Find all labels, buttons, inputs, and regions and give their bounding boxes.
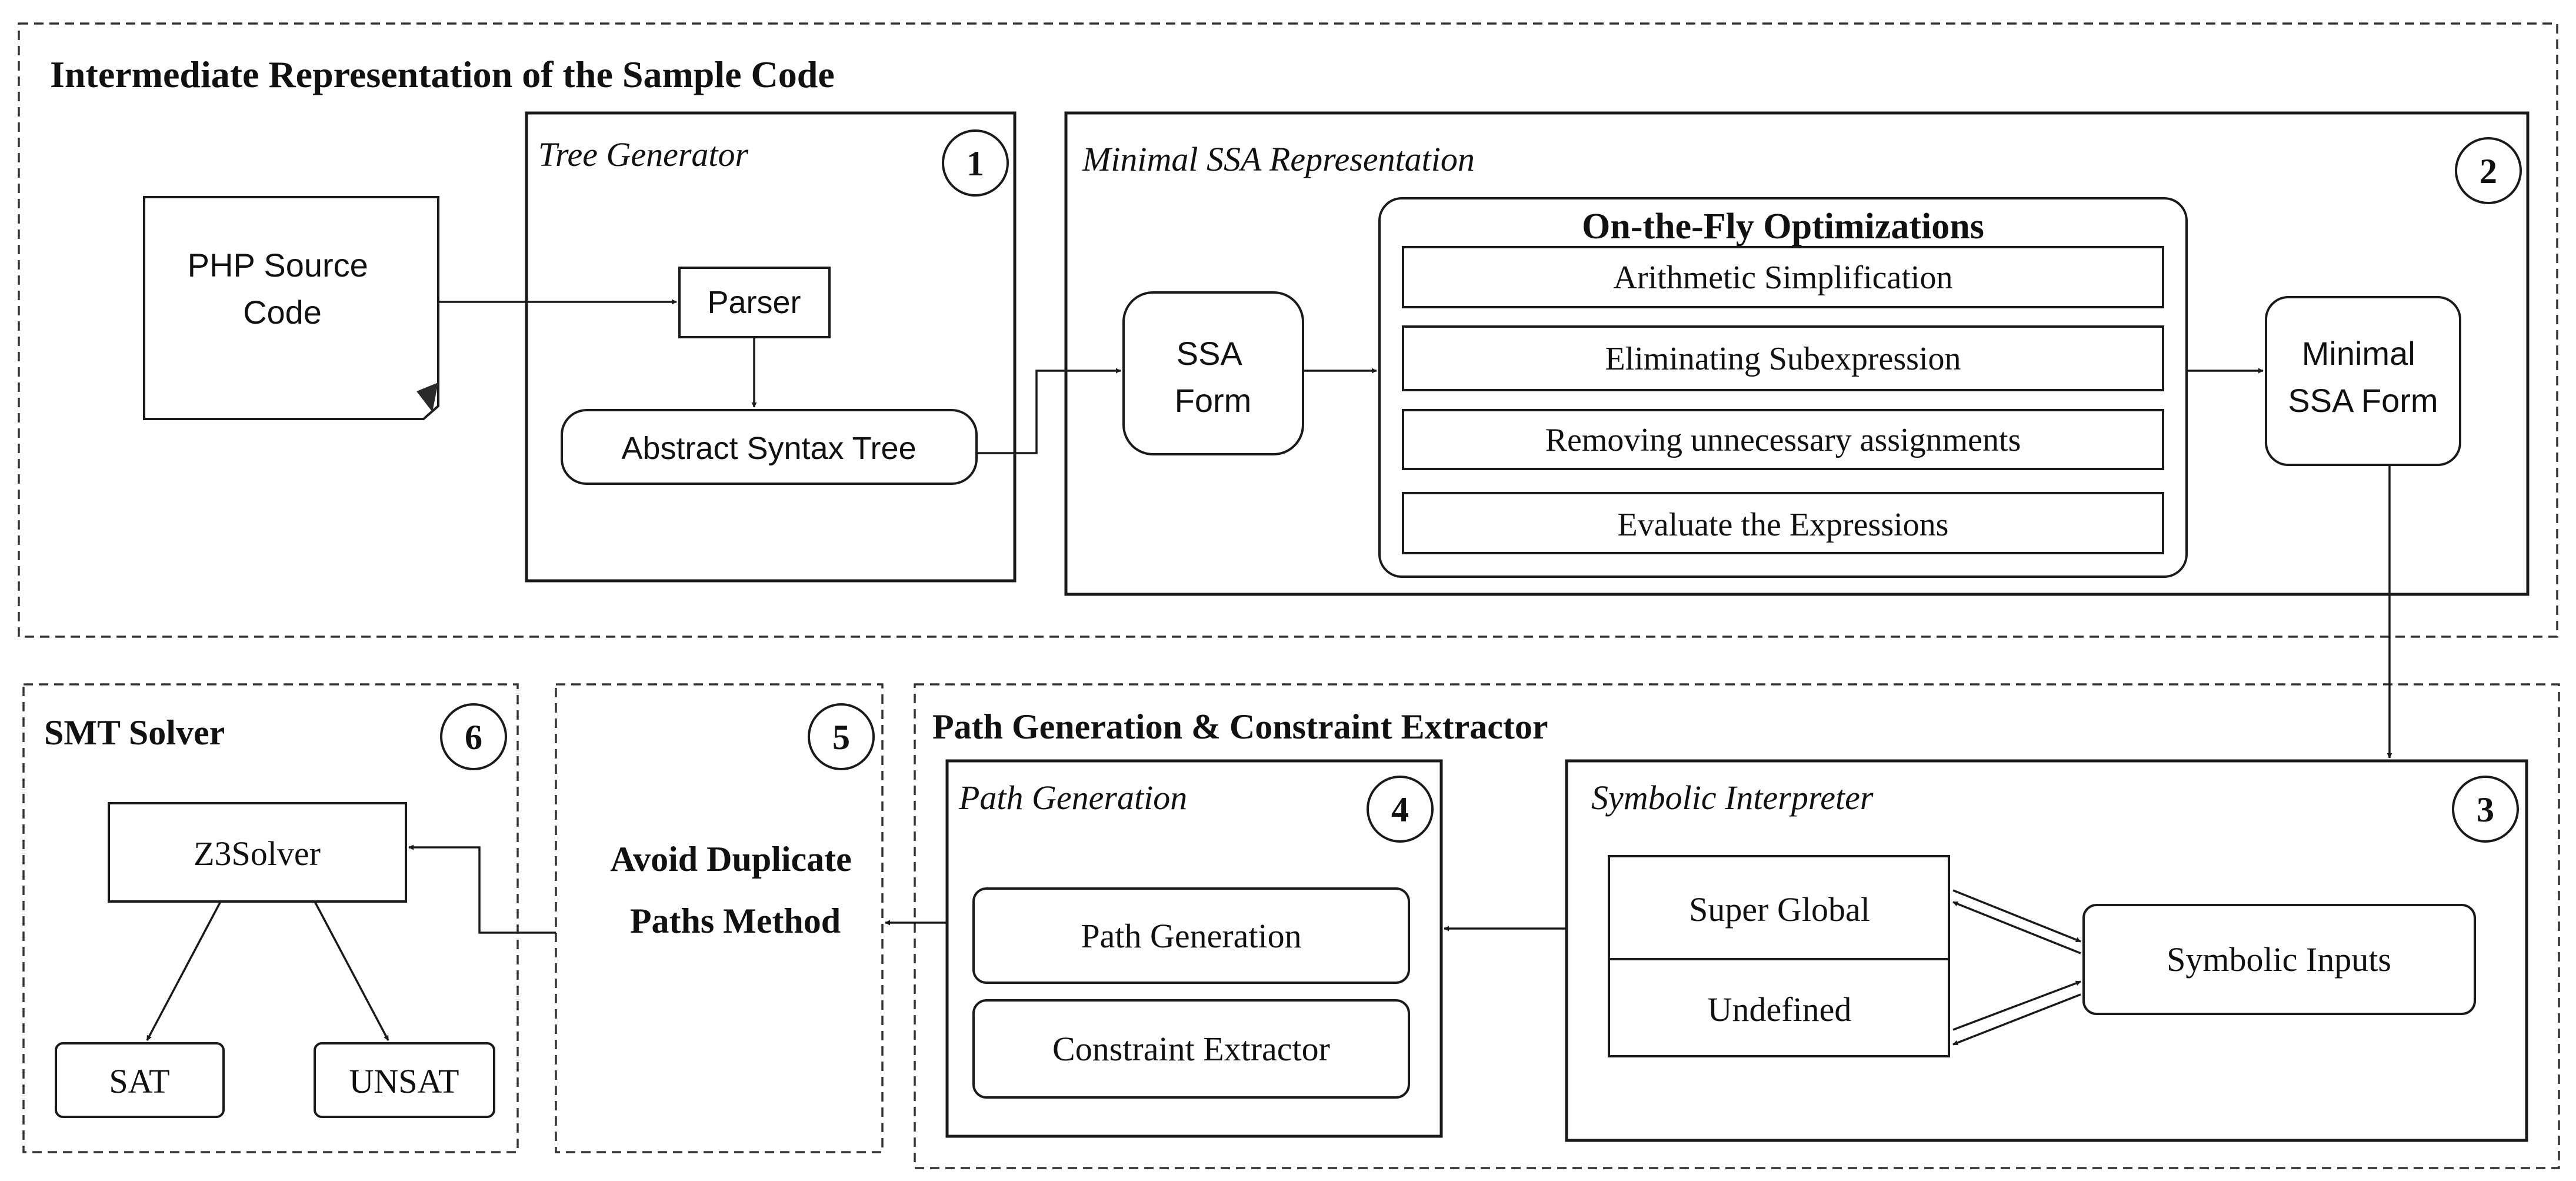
avoid-duplicate-border: [555, 683, 884, 1153]
z3solver-box: [108, 802, 407, 903]
php-source-document: PHP Source Code: [143, 196, 439, 420]
symbolic-interpreter-panel: Symbolic Interpreter 3 Super Global Unde…: [1565, 759, 2528, 1142]
undefined-label: Undefined: [1708, 990, 1852, 1029]
path-generation-item: Constraint Extractor: [1052, 1030, 1330, 1068]
symbolic-interpreter-title: Symbolic Interpreter: [1591, 779, 1874, 817]
optimizations-title: On-the-Fly Optimizations: [1582, 207, 1984, 247]
avoid-duplicate-line-2: Paths Method: [630, 901, 841, 940]
edge-avoid-to-z3: [408, 844, 556, 934]
optimization-item: Removing unnecessary assignments: [1545, 422, 2021, 458]
optimization-item-box: [1402, 409, 2164, 470]
step-number-4-circle: [1367, 776, 1434, 843]
ssa-form-line-1: SSA: [1177, 335, 1243, 372]
path-generation-item-box: [972, 887, 1410, 984]
edge-z3-to-unsat: [314, 901, 389, 1041]
tree-generator-title: Tree Generator: [538, 135, 749, 174]
step-number-2-circle: [2455, 137, 2522, 204]
path-generation-item: Path Generation: [1081, 917, 1301, 955]
ast-box: [561, 409, 978, 485]
path-generation-panel: Path Generation 4 Path Generation Constr…: [945, 759, 1443, 1138]
step-number-1: 1: [967, 144, 984, 183]
ast-label: Abstract Syntax Tree: [621, 431, 916, 466]
edge-inputs-to-undefined: [1952, 993, 2081, 1046]
pgce-border: [914, 683, 2560, 1169]
step-number-5-circle: [808, 703, 875, 770]
sat-box: [55, 1042, 225, 1118]
minimal-ssa-form-line-2: SSA Form: [2288, 382, 2438, 419]
php-source-line-2: Code: [243, 294, 322, 331]
ir-section-border: [18, 22, 2558, 638]
edge-undefined-to-inputs: [1952, 980, 2081, 1031]
edge-ast-to-ssa: [977, 368, 1121, 454]
step-number-2: 2: [2480, 152, 2497, 191]
unsat-label: UNSAT: [349, 1062, 459, 1100]
step-number-4: 4: [1391, 790, 1409, 829]
sat-label: SAT: [109, 1062, 169, 1100]
ssa-form-line-2: Form: [1175, 382, 1252, 419]
document-shape: [143, 196, 439, 420]
step-number-6-circle: [440, 703, 507, 770]
path-generation-item-box: [972, 999, 1410, 1099]
step-number-1-circle: [942, 129, 1009, 197]
minimal-ssa-form-label: Minimal SSA Form: [2288, 335, 2438, 419]
edge-superglobal-to-inputs: [1952, 889, 2081, 943]
optimization-item: Eliminating Subexpression: [1605, 341, 1961, 377]
document-fold: [416, 382, 438, 412]
tree-generator-panel: Tree Generator 1 Parser Abstract Syntax …: [525, 111, 1017, 583]
unsat-box: [314, 1042, 495, 1118]
smt-solver-title: SMT Solver: [44, 713, 225, 752]
step-number-3-circle: [2452, 776, 2519, 843]
optimization-item: Arithmetic Simplification: [1613, 260, 1952, 296]
ssa-form-box: [1122, 291, 1304, 455]
avoid-duplicate-line-1: Avoid Duplicate: [610, 840, 852, 879]
php-source-label: PHP Source Code: [188, 247, 378, 331]
smt-solver-section: SMT Solver 6 Z3Solver SAT UNSAT: [22, 683, 519, 1153]
tree-generator-border: [525, 111, 1017, 583]
ssa-form-label: SSA Form: [1175, 335, 1252, 419]
step-number-6: 6: [465, 718, 482, 757]
optimization-item-box: [1402, 325, 2164, 391]
minimal-ssa-form-line-1: Minimal: [2302, 335, 2415, 372]
php-source-line-1: PHP Source: [188, 247, 368, 284]
parser-label: Parser: [707, 285, 801, 320]
avoid-duplicate-label: Avoid Duplicate Paths Method: [610, 840, 861, 940]
edge-inputs-to-superglobal: [1952, 901, 2081, 954]
avoid-duplicate-section: 5 Avoid Duplicate Paths Method: [555, 683, 884, 1153]
symbolic-inputs-box: [2082, 904, 2476, 1015]
edges: [146, 299, 2392, 1046]
ir-section-title: Intermediate Representation of the Sampl…: [50, 54, 835, 95]
optimization-item-box: [1402, 492, 2164, 554]
optimization-item: Evaluate the Expressions: [1618, 507, 1949, 543]
step-number-5: 5: [832, 718, 850, 757]
parser-box: [678, 267, 831, 338]
minimal-ssa-panel: Minimal SSA Representation 2 SSA Form On…: [1064, 111, 2530, 596]
super-global-label: Super Global: [1689, 890, 1870, 929]
globals-box: [1608, 855, 1950, 1057]
symbolic-inputs-label: Symbolic Inputs: [2167, 940, 2391, 979]
pgce-section: Path Generation & Constraint Extractor: [914, 683, 2560, 1169]
minimal-ssa-title: Minimal SSA Representation: [1082, 140, 1475, 178]
pgce-title: Path Generation & Constraint Extractor: [932, 707, 1548, 746]
smt-solver-border: [22, 683, 519, 1153]
optimization-item-box: [1402, 246, 2164, 308]
path-generation-title: Path Generation: [958, 779, 1187, 817]
z3solver-label: Z3Solver: [194, 834, 321, 873]
edge-z3-to-sat: [146, 901, 222, 1041]
ir-section: Intermediate Representation of the Sampl…: [18, 22, 2558, 638]
step-number-3: 3: [2477, 790, 2494, 829]
minimal-ssa-form-box: [2265, 296, 2461, 466]
